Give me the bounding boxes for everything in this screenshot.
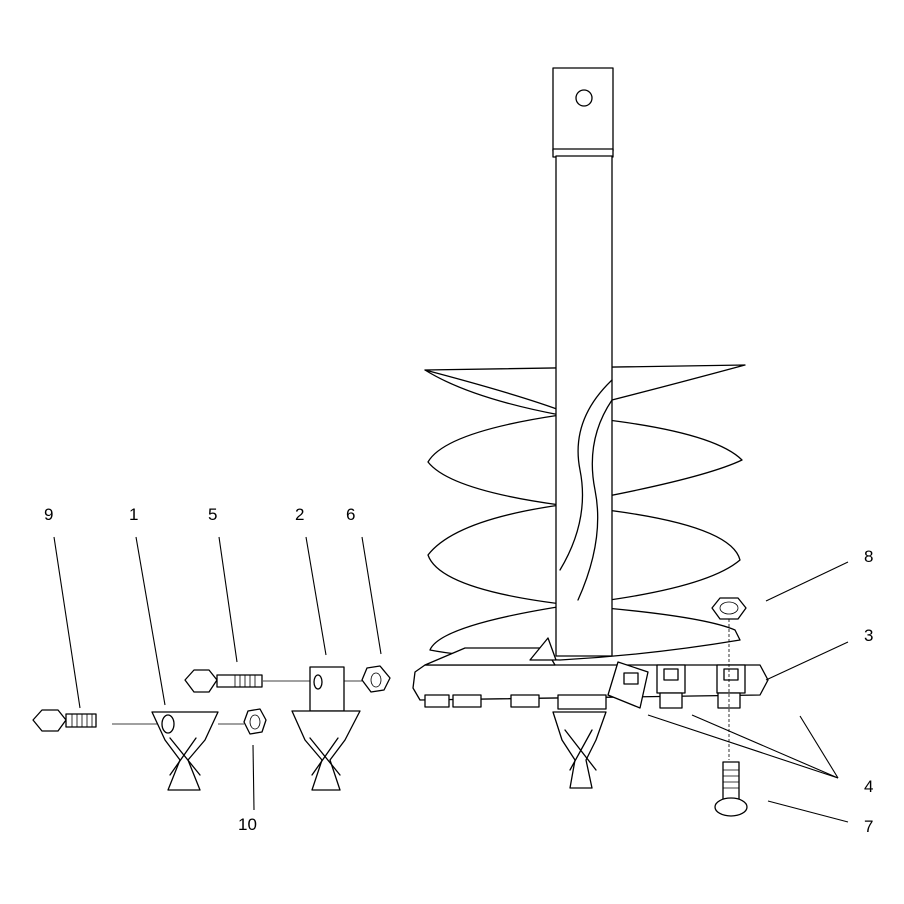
pilot-bit-2 — [291, 666, 361, 791]
callout-10: 10 — [238, 815, 257, 834]
callout-1: 1 — [129, 505, 138, 524]
callout-6: 6 — [346, 505, 355, 524]
carriage-bolt-7 — [714, 761, 748, 817]
teeth-holders — [607, 661, 746, 709]
hex-bolt-5 — [184, 669, 263, 693]
pin-hole — [575, 89, 593, 107]
leader-lines — [53, 536, 849, 823]
auger-shaft — [552, 67, 614, 657]
pilot-bit-1 — [151, 711, 219, 791]
cutter-head — [412, 637, 769, 789]
hex-nut-6 — [361, 665, 391, 693]
callout-7: 7 — [864, 817, 873, 836]
callout-2: 2 — [295, 505, 304, 524]
callout-labels: 9 1 5 2 6 10 8 3 4 7 — [44, 505, 873, 836]
hex-nut-10 — [243, 708, 267, 735]
callout-9: 9 — [44, 505, 53, 524]
callout-3: 3 — [864, 626, 873, 645]
hex-nut-8 — [711, 597, 747, 620]
callout-5: 5 — [208, 505, 217, 524]
callout-4: 4 — [864, 777, 873, 796]
callout-8: 8 — [864, 547, 873, 566]
auger-assembly — [412, 67, 769, 817]
hex-bolt-9 — [32, 709, 97, 732]
